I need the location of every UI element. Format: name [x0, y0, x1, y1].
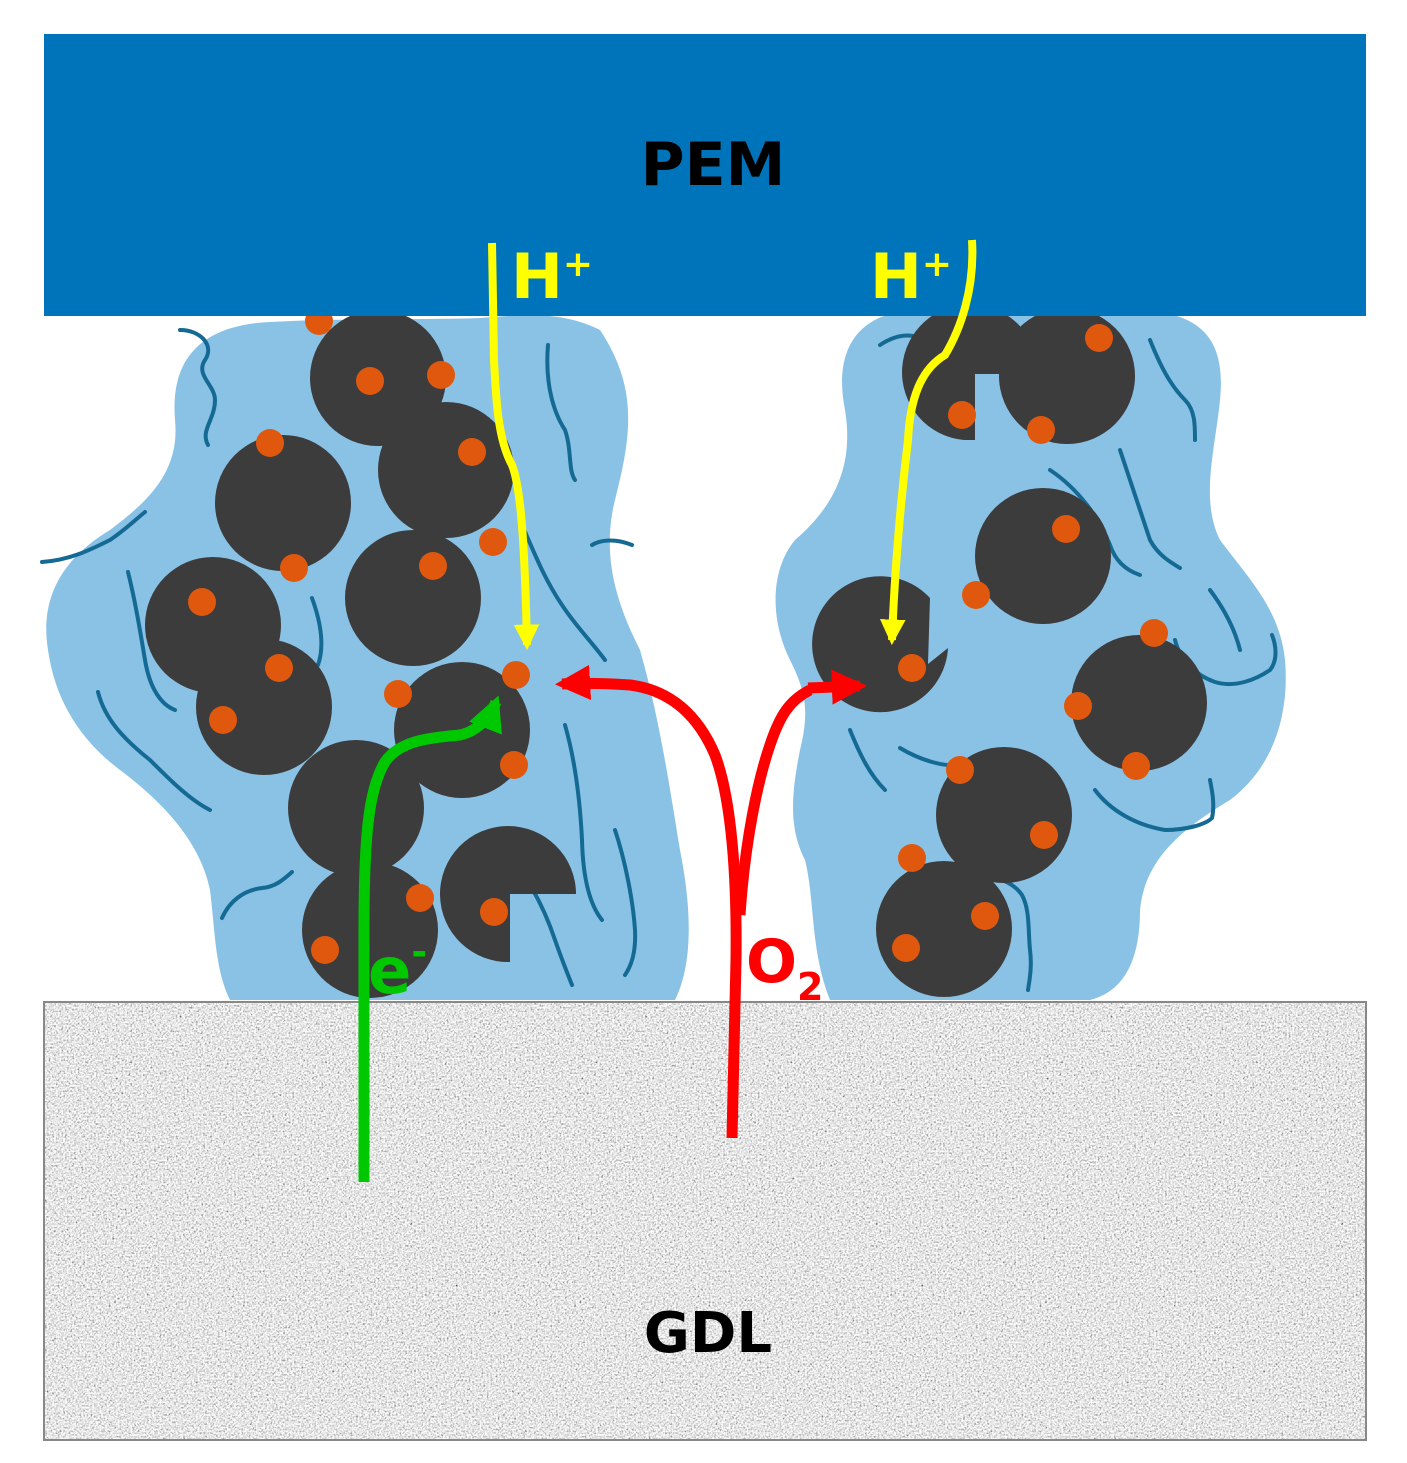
proton-label-base: H	[511, 240, 563, 313]
ionomer-strand	[1148, 338, 1197, 442]
carbon-particle-notched	[440, 826, 576, 963]
platinum-particle	[962, 581, 990, 609]
platinum-particle	[1122, 752, 1150, 780]
ionomer-strand	[220, 870, 294, 920]
carbon-particle-notched	[902, 304, 1039, 440]
platinum-particle	[209, 706, 237, 734]
carbon-particle	[378, 402, 514, 538]
platinum-particle	[946, 756, 974, 784]
proton-path-left	[488, 242, 540, 651]
oxygen-label-subscript: 2	[797, 965, 823, 1009]
gdl-layer	[43, 1001, 1367, 1441]
ionomer-strand	[1093, 778, 1216, 833]
pem-label: PEM	[641, 130, 786, 200]
ionomer-strand	[126, 570, 177, 712]
carbon-particle	[999, 308, 1135, 444]
proton-path-right	[879, 239, 977, 646]
platinum-particle	[502, 661, 530, 689]
platinum-particle	[971, 902, 999, 930]
platinum-particle	[892, 934, 920, 962]
ionomer-strand	[848, 728, 887, 792]
ionomer-strand	[518, 518, 607, 662]
ionomer-cluster-left	[46, 315, 689, 1000]
platinum-particle	[1030, 821, 1058, 849]
ionomer-strand	[96, 690, 212, 812]
platinum-particle	[406, 884, 434, 912]
gdl-border	[43, 1001, 1367, 1441]
platinum-particle	[1085, 324, 1113, 352]
platinum-particle	[311, 936, 339, 964]
platinum-particle	[280, 554, 308, 582]
ionomer-strand	[1208, 588, 1242, 652]
platinum-particle	[1052, 515, 1080, 543]
proton-label-charge: +	[922, 244, 952, 285]
ionomer-strand	[40, 510, 147, 564]
carbon-particle	[196, 639, 332, 775]
oxygen-path-right-tip	[807, 669, 868, 705]
platinum-particle	[427, 361, 455, 389]
gdl-label: GDL	[644, 1301, 772, 1366]
proton-label-left: H+	[511, 240, 593, 313]
oxygen-path-left	[554, 664, 742, 1139]
platinum-particle	[898, 654, 926, 682]
carbon-particle	[936, 747, 1072, 883]
ionomer-strand	[310, 596, 324, 667]
platinum-particle	[188, 588, 216, 616]
proton-label-base: H	[870, 240, 922, 313]
electron-label: e-	[368, 930, 427, 1009]
oxygen-label-base: O	[746, 927, 797, 997]
carbon-particle	[1071, 635, 1207, 771]
platinum-particle	[419, 552, 447, 580]
platinum-particle	[1064, 692, 1092, 720]
oxygen-label: O2	[746, 927, 823, 1009]
platinum-particles	[188, 307, 1168, 964]
platinum-particle	[1027, 416, 1055, 444]
ionomer-strand	[613, 828, 638, 977]
platinum-particle	[265, 654, 293, 682]
carbon-particle	[345, 530, 481, 666]
electron-path	[358, 695, 502, 1182]
proton-label-charge: +	[563, 244, 593, 285]
gdl-texture	[44, 1002, 1366, 1440]
platinum-particle	[1140, 619, 1168, 647]
carbon-particles	[145, 304, 1207, 998]
proton-label-right: H+	[870, 240, 952, 313]
ionomer-strand	[545, 343, 577, 482]
pem-layer	[44, 34, 1366, 316]
ionomer-strand	[590, 538, 634, 547]
platinum-particle	[479, 528, 507, 556]
platinum-particle	[384, 680, 412, 708]
ionomer-strand	[178, 328, 218, 447]
carbon-particle	[215, 435, 351, 571]
platinum-particle	[480, 898, 508, 926]
carbon-particle	[876, 861, 1012, 997]
platinum-particle	[256, 429, 284, 457]
electron-label-charge: -	[411, 930, 427, 974]
ionomer-strand	[563, 723, 604, 922]
oxygen-path-right	[734, 685, 813, 916]
platinum-particle	[356, 367, 384, 395]
platinum-particle	[898, 844, 926, 872]
electron-label-base: e	[368, 935, 411, 1009]
carbon-particle	[975, 488, 1111, 624]
platinum-particle	[500, 751, 528, 779]
carbon-particle	[288, 740, 424, 876]
platinum-particle	[458, 438, 486, 466]
platinum-particle	[948, 401, 976, 429]
carbon-particle	[302, 862, 438, 998]
ionomer-strand	[1118, 448, 1182, 570]
